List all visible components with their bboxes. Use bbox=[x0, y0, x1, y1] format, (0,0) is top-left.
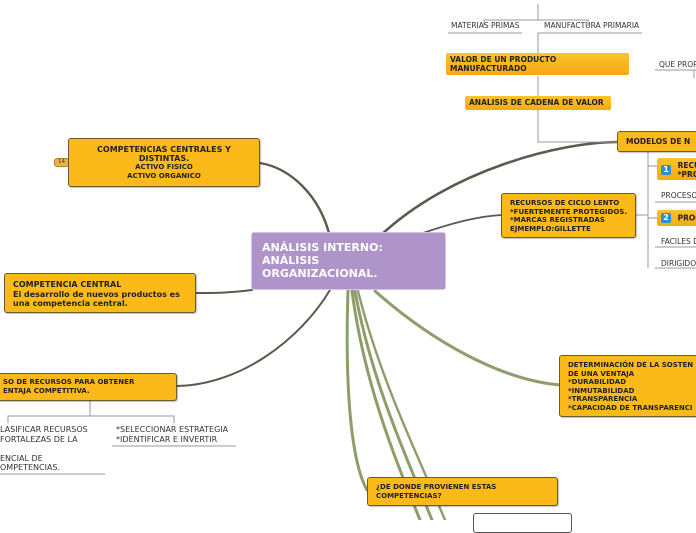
competencias-centrales-node[interactable]: COMPETENCIAS CENTRALES Y DISTINTAS. ACTI… bbox=[68, 138, 260, 187]
sostenibilidad-line6: *CAPACIDAD DE TRANSPARENCI bbox=[568, 403, 693, 412]
recursos-ciclo-node[interactable]: RECURSOS DE CICLO LENTO *FUERTEMENTE PRO… bbox=[501, 193, 636, 238]
sostenibilidad-line3: *DURABILIDAD bbox=[568, 378, 627, 386]
modelos-item-1[interactable]: 1 RECU *PRO bbox=[657, 158, 696, 180]
bottom-node-partial[interactable] bbox=[473, 513, 572, 533]
central-topic-title: ANÁLISIS INTERNO: ANÁLISIS ORGANIZACIONA… bbox=[262, 241, 383, 280]
uso-recursos-line2: ENTAJA COMPETITIVA. bbox=[3, 387, 90, 395]
provienen-node[interactable]: ¿DE DONDE PROVIENEN ESTAS COMPETENCIAS? bbox=[367, 477, 558, 506]
dirigido-label: DIRIGIDO bbox=[661, 259, 696, 268]
clasificar-line3: ENCIAL DE bbox=[0, 453, 43, 463]
valor-producto-node[interactable]: VALOR DE UN PRODUCTO MANUFACTURADO bbox=[446, 53, 629, 75]
clasificar-line1: LASIFICAR RECURSOS bbox=[0, 425, 88, 434]
sostenibilidad-line2: DE UNA VENTAJA bbox=[568, 369, 635, 378]
recursos-ciclo-line1: RECURSOS DE CICLO LENTO bbox=[510, 199, 620, 207]
cadena-valor-text: ANALISIS DE CADENA DE VALOR bbox=[469, 98, 604, 107]
link-modelos bbox=[378, 140, 620, 238]
tree-uso-bracket bbox=[7, 401, 175, 423]
procesos-label: PROCESO bbox=[661, 191, 696, 200]
modelos-item-1-line1: RECU bbox=[677, 161, 696, 170]
seleccionar-estrategia-text: *SELECCIONAR ESTRATEGIA *IDENTIFICAR E I… bbox=[116, 425, 228, 444]
link-uso-recursos bbox=[176, 289, 331, 387]
propuesta-label: QUE PROP bbox=[659, 60, 696, 69]
modelos-node[interactable]: MODELOS DE N bbox=[617, 131, 696, 152]
central-topic[interactable]: ANÁLISIS INTERNO: ANÁLISIS ORGANIZACIONA… bbox=[251, 232, 446, 290]
number-2-icon: 2 bbox=[661, 213, 671, 223]
seleccionar-line1: *SELECCIONAR ESTRATEGIA bbox=[116, 425, 229, 434]
number-1-icon: 1 bbox=[661, 165, 671, 175]
link-recursos-ciclo bbox=[419, 214, 503, 235]
materias-primas-label: MATERIAS PRIMAS bbox=[451, 21, 520, 30]
sostenibilidad-line1: DETERMINACIÓN DE LA SOSTEN bbox=[568, 361, 694, 369]
provienen-line2: COMPETENCIAS? bbox=[376, 492, 442, 500]
sostenibilidad-line5: *TRANSPARENCIA bbox=[568, 395, 638, 403]
recursos-ciclo-line4: EJMEMPLO:GILLETTE bbox=[510, 224, 591, 233]
sostenibilidad-node[interactable]: DETERMINACIÓN DE LA SOSTEN DE UNA VENTAJ… bbox=[559, 355, 696, 417]
cadena-valor-node[interactable]: ANALISIS DE CADENA DE VALOR bbox=[465, 96, 611, 110]
link-sostenibilidad bbox=[373, 289, 562, 387]
competencia-central-title: COMPETENCIA CENTRAL bbox=[13, 280, 122, 289]
count-badge: 14 bbox=[54, 158, 69, 167]
competencia-central-node[interactable]: COMPETENCIA CENTRAL El desarrollo de nue… bbox=[4, 273, 196, 313]
uso-recursos-line1: SO DE RECURSOS PARA OBTENER bbox=[3, 378, 135, 386]
link-competencias-centrales bbox=[258, 161, 332, 239]
link-provienen bbox=[345, 289, 369, 492]
clasificar-line2: FORTALEZAS DE LA bbox=[0, 434, 78, 444]
sostenibilidad-line4: *INMUTABILIDAD bbox=[568, 386, 635, 395]
competencias-centrales-title: COMPETENCIAS CENTRALES Y DISTINTAS. bbox=[97, 145, 231, 163]
activo-organico: ACTIVO ORGANICO bbox=[127, 172, 201, 180]
activo-fisico: ACTIVO FISICO bbox=[135, 163, 193, 171]
clasificar-line4: OMPETENCIAS. bbox=[0, 463, 61, 472]
modelos-item-2-text: PROC bbox=[677, 213, 696, 223]
recursos-ciclo-line3: *MARCAS REGISTRADAS bbox=[510, 216, 605, 224]
modelos-title: MODELOS DE N bbox=[626, 137, 691, 146]
uso-recursos-node[interactable]: SO DE RECURSOS PARA OBTENER ENTAJA COMPE… bbox=[0, 373, 177, 401]
clasificar-recursos-text: LASIFICAR RECURSOS FORTALEZAS DE LA ENCI… bbox=[0, 425, 88, 473]
manufactura-primaria-label: MANUFACTURA PRIMARIA bbox=[544, 21, 640, 30]
link-competencia-central bbox=[195, 289, 253, 294]
tree-top-bracket bbox=[483, 4, 589, 26]
competencia-central-desc: El desarrollo de nuevos productos es una… bbox=[13, 289, 180, 309]
faciles-label: FACILES D bbox=[661, 237, 696, 246]
modelos-item-1-line2: *PRO bbox=[677, 170, 696, 179]
modelos-item-2[interactable]: 2 PROC bbox=[657, 210, 696, 226]
valor-producto-text: VALOR DE UN PRODUCTO MANUFACTURADO bbox=[450, 55, 557, 73]
recursos-ciclo-line2: *FUERTEMENTE PROTEGIDOS. bbox=[510, 207, 627, 216]
provienen-line1: ¿DE DONDE PROVIENEN ESTAS bbox=[376, 483, 497, 491]
seleccionar-line2: *IDENTIFICAR E INVERTIR bbox=[116, 434, 218, 444]
